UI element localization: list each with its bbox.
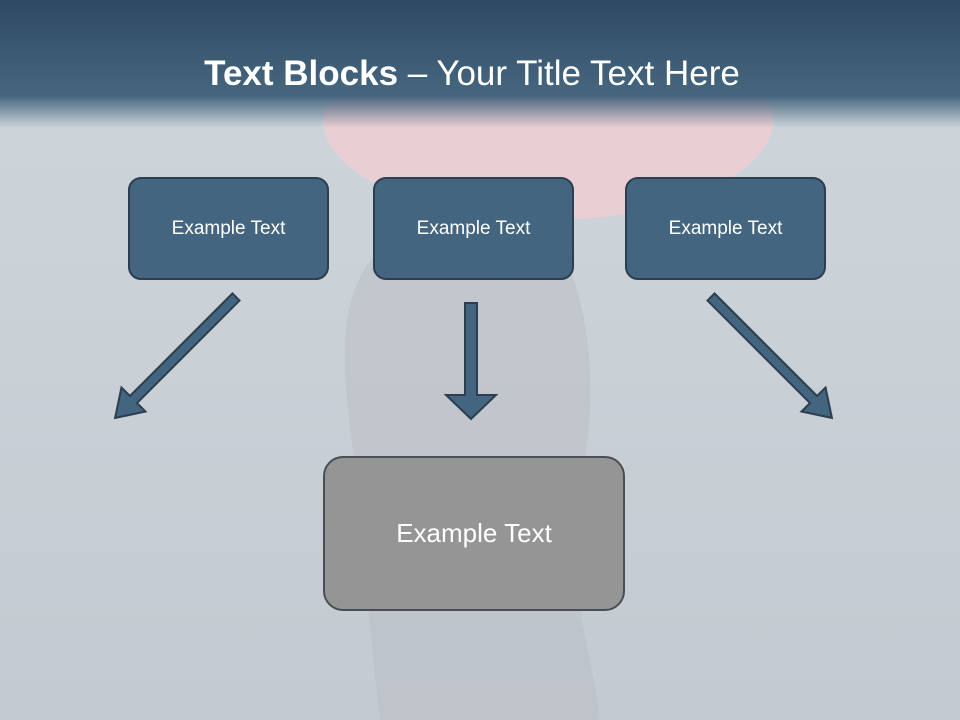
- text-block-left[interactable]: Example Text: [128, 177, 329, 280]
- header-band: [0, 0, 960, 128]
- text-block-middle-label: Example Text: [416, 217, 531, 239]
- text-block-right[interactable]: Example Text: [625, 177, 826, 280]
- arrow-down-middle: [443, 302, 499, 421]
- text-block-center[interactable]: Example Text: [323, 456, 625, 611]
- title-bold-text: Text Blocks: [204, 54, 399, 93]
- arrow-right-diagonal: [706, 292, 834, 420]
- arrow-left-diagonal: [113, 292, 241, 420]
- text-block-center-label: Example Text: [396, 518, 552, 548]
- text-block-left-label: Example Text: [171, 217, 286, 239]
- title-dash: –: [398, 54, 437, 93]
- text-block-right-label: Example Text: [668, 217, 783, 239]
- text-block-middle[interactable]: Example Text: [373, 177, 574, 280]
- title-rest-text: Your Title Text Here: [436, 54, 740, 93]
- slide-title: Text Blocks – Your Title Text Here: [0, 52, 944, 96]
